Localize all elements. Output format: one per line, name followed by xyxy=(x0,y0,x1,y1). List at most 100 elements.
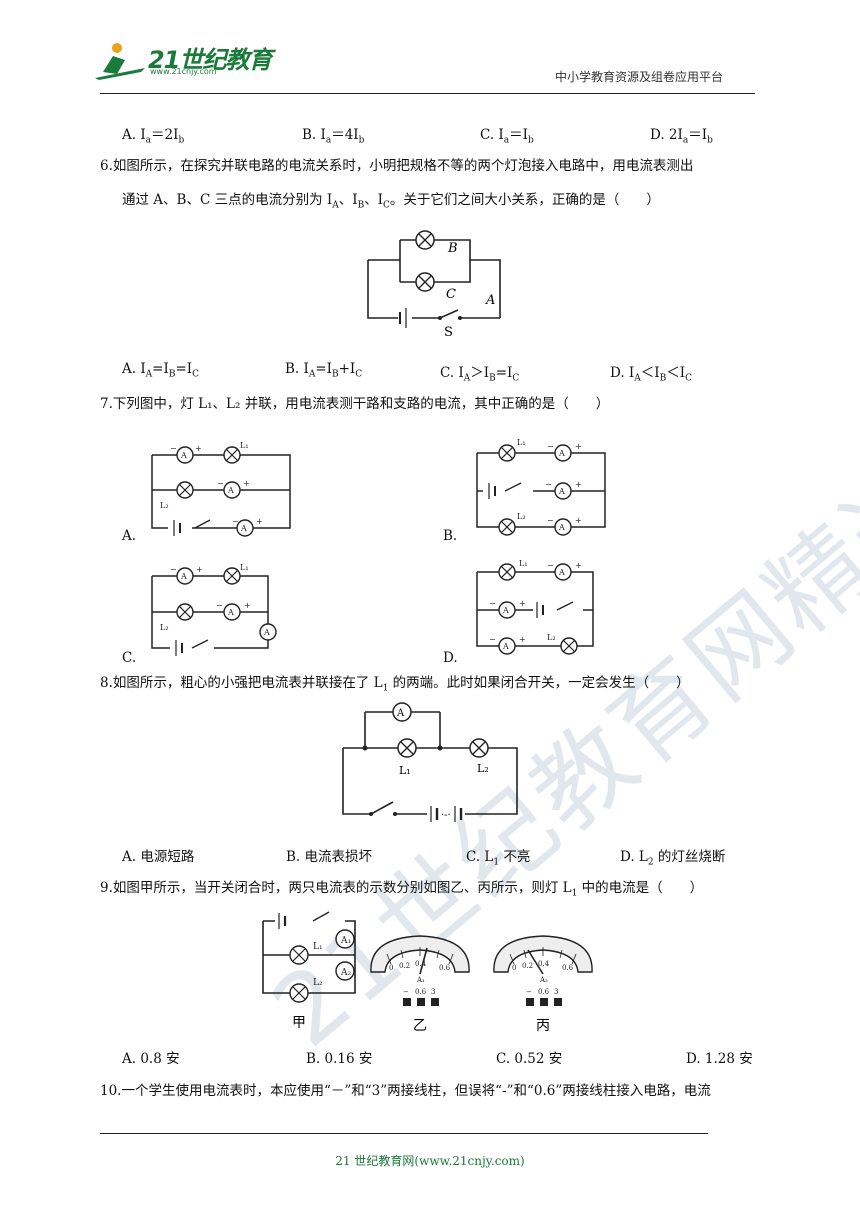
svg-text:A₂: A₂ xyxy=(539,976,548,984)
q6-stem-line1: 6.如图所示，在探究并联电路的电流关系时，小明把规格不等的两个灯泡接入电路中，用… xyxy=(100,158,694,174)
q9-caption-bing: 丙 xyxy=(536,1018,550,1034)
q9-option-b: B. 0.16 安 xyxy=(306,1051,373,1067)
svg-text:A: A xyxy=(227,486,234,495)
svg-text:−: − xyxy=(547,516,554,525)
q5-option-b: B. Ia＝4Ib xyxy=(302,127,365,146)
svg-text:A: A xyxy=(502,606,509,615)
q7-option-b: B. xyxy=(443,528,458,544)
svg-text:·-·: ·-· xyxy=(441,810,451,821)
svg-text:+: + xyxy=(519,599,526,608)
bulb-icon xyxy=(415,272,435,292)
svg-text:L₁: L₁ xyxy=(240,563,249,572)
q8-label-l1: L₁ xyxy=(399,764,411,777)
svg-text:−: − xyxy=(216,601,223,610)
q7-option-c: C. xyxy=(122,650,137,666)
svg-text:0: 0 xyxy=(389,964,393,972)
logo-text: 21世纪教育 xyxy=(148,46,272,74)
svg-text:−: − xyxy=(547,561,554,570)
q8-stem: 8.如图所示，粗心的小强把电流表并联接在了 L1 的两端。此时如果闭合开关，一定… xyxy=(100,675,690,694)
q6-label-c: C xyxy=(446,287,456,302)
bulb-icon xyxy=(415,230,435,250)
svg-text:3: 3 xyxy=(431,988,435,996)
svg-text:L₁: L₁ xyxy=(517,438,526,447)
svg-text:−: − xyxy=(170,565,177,574)
q8-option-b: B. 电流表损坏 xyxy=(286,849,373,865)
svg-text:+: + xyxy=(519,635,526,644)
svg-text:−: − xyxy=(217,479,224,488)
footer-divider xyxy=(100,1133,708,1134)
svg-text:A₂: A₂ xyxy=(340,968,351,978)
q6-label-b: B xyxy=(447,241,458,256)
svg-text:A: A xyxy=(502,642,509,651)
q6-circuit-diagram: B C A S xyxy=(367,230,501,340)
svg-text:A: A xyxy=(558,568,565,577)
svg-text:A: A xyxy=(558,487,565,496)
svg-text:+: + xyxy=(575,561,582,570)
q10-stem-line1: 10.一个学生使用电流表时，本应使用“－”和“3”两接线柱，但误将“-”和“0.… xyxy=(100,1083,711,1099)
svg-text:+: + xyxy=(195,444,202,453)
svg-text:−: − xyxy=(232,517,239,526)
logo-url: www.21cnjy.com xyxy=(150,67,217,76)
q6-label-s: S xyxy=(444,325,453,340)
q5-option-c: C. Ia＝Ib xyxy=(480,127,534,146)
svg-text:−: − xyxy=(489,635,496,644)
svg-text:L₂: L₂ xyxy=(517,512,526,521)
svg-text:A: A xyxy=(180,572,187,581)
footer-text: 21 世纪教育网(www.21cnjy.com) xyxy=(335,1154,525,1168)
svg-text:+: + xyxy=(575,480,582,489)
svg-text:L₂: L₂ xyxy=(160,623,169,632)
header-platform-text: 中小学教育资源及组卷应用平台 xyxy=(555,70,724,84)
svg-text:A: A xyxy=(558,449,565,458)
svg-text:0.6: 0.6 xyxy=(415,988,427,996)
svg-text:−: − xyxy=(547,442,554,451)
q6-stem-line2: 通过 A、B、C 三点的电流分别为 IA、IB、IC。关于它们之间大小关系，正确… xyxy=(122,192,660,211)
q6-option-d: D. IA＜IB＜IC xyxy=(610,365,692,384)
svg-text:−: − xyxy=(403,988,409,996)
svg-text:L₁: L₁ xyxy=(240,441,249,450)
svg-text:A: A xyxy=(558,523,565,532)
svg-text:−: − xyxy=(170,444,177,453)
q8-label-l2: L₂ xyxy=(477,762,489,775)
svg-text:0.2: 0.2 xyxy=(399,962,410,970)
q8-option-c: C. L1 不亮 xyxy=(466,849,531,868)
svg-text:−: − xyxy=(526,988,532,996)
q9-caption-jia: 甲 xyxy=(292,1015,306,1031)
svg-text:+: + xyxy=(196,565,203,574)
q9-option-c: C. 0.52 安 xyxy=(496,1051,563,1067)
svg-text:+: + xyxy=(256,517,263,526)
svg-text:+: + xyxy=(575,516,582,525)
svg-text:0.4: 0.4 xyxy=(538,960,550,968)
q7-stem: 7.下列图中，灯 L₁、L₂ 并联，用电流表测干路和支路的电流，其中正确的是（ … xyxy=(100,396,610,412)
svg-text:A: A xyxy=(180,451,187,460)
q8-option-d: D. L2 的灯丝烧断 xyxy=(620,849,726,868)
q5-option-d: D. 2Ia＝Ib xyxy=(650,127,713,146)
svg-text:0.2: 0.2 xyxy=(522,962,533,970)
q6-option-b: B. IA=IB+IC xyxy=(285,361,363,380)
svg-text:0: 0 xyxy=(512,964,516,972)
q7-option-d: D. xyxy=(443,650,458,666)
q6-option-c: C. IA＞IB=IC xyxy=(440,365,520,384)
svg-text:L₁: L₁ xyxy=(519,559,528,568)
svg-text:+: + xyxy=(244,601,251,610)
svg-text:+: + xyxy=(243,479,250,488)
svg-text:0.6: 0.6 xyxy=(562,964,574,972)
logo-icon xyxy=(95,43,145,80)
q9-caption-yi: 乙 xyxy=(413,1018,427,1034)
svg-text:3: 3 xyxy=(554,988,558,996)
q8-ammeter-label: A xyxy=(396,708,405,719)
svg-text:L₂: L₂ xyxy=(547,633,556,642)
svg-text:+: + xyxy=(575,442,582,451)
svg-text:A₁: A₁ xyxy=(416,976,425,984)
q9-stem: 9.如图甲所示，当开关闭合时，两只电流表的示数分别如图乙、丙所示，则灯 L1 中… xyxy=(100,880,704,899)
q8-circuit-diagram: ·-· A L₁ L₂ xyxy=(342,702,518,822)
header-divider xyxy=(100,93,755,94)
q6-option-a: A. IA=IB=IC xyxy=(122,361,199,380)
svg-text:L₂: L₂ xyxy=(313,978,323,988)
svg-text:A₁: A₁ xyxy=(340,936,351,946)
